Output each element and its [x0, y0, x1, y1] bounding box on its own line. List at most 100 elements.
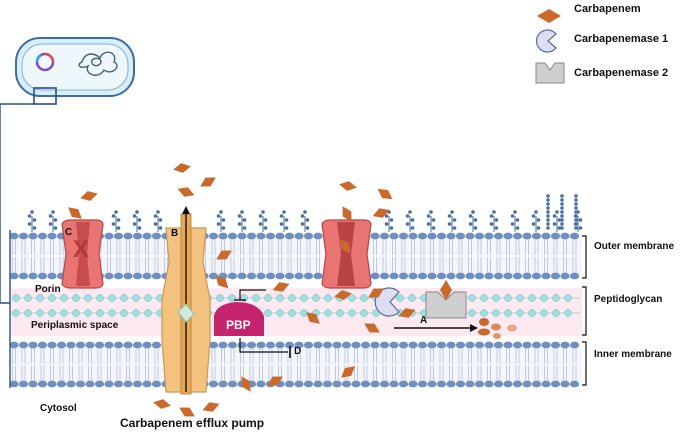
lipid-head: [474, 272, 485, 280]
lipid-head: [56, 380, 67, 388]
legend-label-carbapenemase2: Carbapenemase 2: [574, 67, 669, 79]
region-brackets: [582, 235, 587, 386]
lps-sugar: [48, 214, 53, 218]
lipid-head: [284, 232, 295, 240]
lps-sugar: [574, 222, 578, 226]
pg-unit: [552, 309, 560, 317]
lipid-head: [370, 380, 380, 388]
lipid-head: [493, 341, 504, 349]
pg-unit: [84, 294, 92, 302]
lipid-head: [47, 341, 57, 349]
lps-sugar: [574, 210, 578, 214]
pg-unit: [108, 294, 116, 302]
lipid-head: [75, 380, 86, 388]
lps-sugar: [574, 202, 578, 206]
lps-sugar: [111, 214, 116, 218]
lps-sugar: [574, 218, 578, 222]
pg-unit: [516, 294, 524, 302]
marker-d: D: [294, 346, 302, 357]
carbapenem-molecule: [215, 275, 229, 289]
lps-sugar: [261, 210, 265, 214]
lipid-head: [151, 380, 162, 388]
lipid-head: [113, 341, 124, 349]
lps-sugar: [431, 218, 436, 222]
carbapenem-molecule: [216, 250, 232, 260]
legend-carbapenemase2-icon: [535, 62, 565, 84]
lipid-head: [208, 341, 219, 349]
carbapenem-molecule: [202, 402, 220, 412]
inner-membrane: [9, 341, 580, 388]
pg-unit: [288, 294, 296, 302]
lps-sugar: [305, 226, 310, 230]
lipid-head: [294, 232, 304, 240]
lipid-head: [113, 272, 124, 280]
lps-sugar: [303, 210, 307, 214]
lipid-head: [379, 272, 390, 280]
lps-sugar: [305, 218, 310, 222]
carbapenem-molecule: [334, 290, 352, 300]
pg-unit: [120, 309, 128, 317]
lipid-head: [503, 380, 513, 388]
bacterium-inset: [0, 37, 135, 304]
pg-unit: [468, 294, 476, 302]
lps-sugar: [389, 218, 394, 222]
pg-unit: [396, 294, 404, 302]
lps-sugar: [263, 218, 268, 222]
carbapenem-molecule: [179, 407, 195, 417]
lps-sugar: [132, 222, 137, 226]
lps-sugar: [153, 222, 158, 226]
lipid-head: [294, 272, 304, 280]
lps-sugar: [429, 210, 433, 214]
lipid-head: [142, 341, 152, 349]
lipid-head: [104, 380, 114, 388]
carbapenemase2-enzyme: [425, 291, 467, 319]
lps-sugar: [560, 218, 564, 222]
efflux-pump: [161, 206, 211, 395]
lipid-head: [218, 232, 228, 240]
lipid-head: [550, 232, 561, 240]
lipid-head: [417, 341, 428, 349]
lipid-head: [256, 380, 266, 388]
lipid-head: [275, 232, 285, 240]
lipid-head: [9, 380, 19, 388]
lps-sugar: [574, 226, 578, 230]
pg-unit: [144, 294, 152, 302]
lipid-head: [569, 380, 580, 388]
lipid-head: [503, 232, 513, 240]
lipid-head: [484, 341, 494, 349]
lps-sugar: [531, 214, 536, 218]
lps-sugar: [279, 214, 284, 218]
lipid-head: [208, 272, 219, 280]
lipid-head: [28, 341, 38, 349]
lps-sugar: [494, 226, 499, 230]
lipid-head: [18, 341, 29, 349]
lps-sugar: [552, 222, 557, 226]
lipid-head: [455, 272, 466, 280]
lipid-head: [142, 232, 152, 240]
legend-carbapenemase1-icon: [535, 29, 557, 53]
carbapenem-molecule: [241, 376, 251, 392]
porin-block-mark: X: [73, 236, 90, 263]
carbapenem-molecule: [173, 163, 191, 173]
lipid-head: [531, 380, 542, 388]
lipid-head: [360, 380, 371, 388]
pg-unit: [264, 294, 272, 302]
lipid-head: [408, 341, 418, 349]
lps-sugar: [158, 218, 163, 222]
label-inner-membrane: Inner membrane: [594, 349, 672, 360]
label-outer-membrane: Outer membrane: [594, 241, 675, 252]
pg-unit: [12, 294, 20, 302]
pg-unit: [492, 309, 500, 317]
lps-sugar: [221, 226, 226, 230]
lipid-head: [9, 341, 19, 349]
lipid-head: [28, 232, 38, 240]
lipid-head: [408, 232, 418, 240]
lipid-head: [436, 232, 447, 240]
pg-unit: [96, 294, 104, 302]
lipid-head: [94, 341, 105, 349]
lipid-head: [503, 341, 513, 349]
carbapenem-molecule: [68, 207, 82, 219]
lps-sugar: [546, 226, 550, 230]
lipid-head: [332, 341, 342, 349]
pg-unit: [216, 294, 224, 302]
